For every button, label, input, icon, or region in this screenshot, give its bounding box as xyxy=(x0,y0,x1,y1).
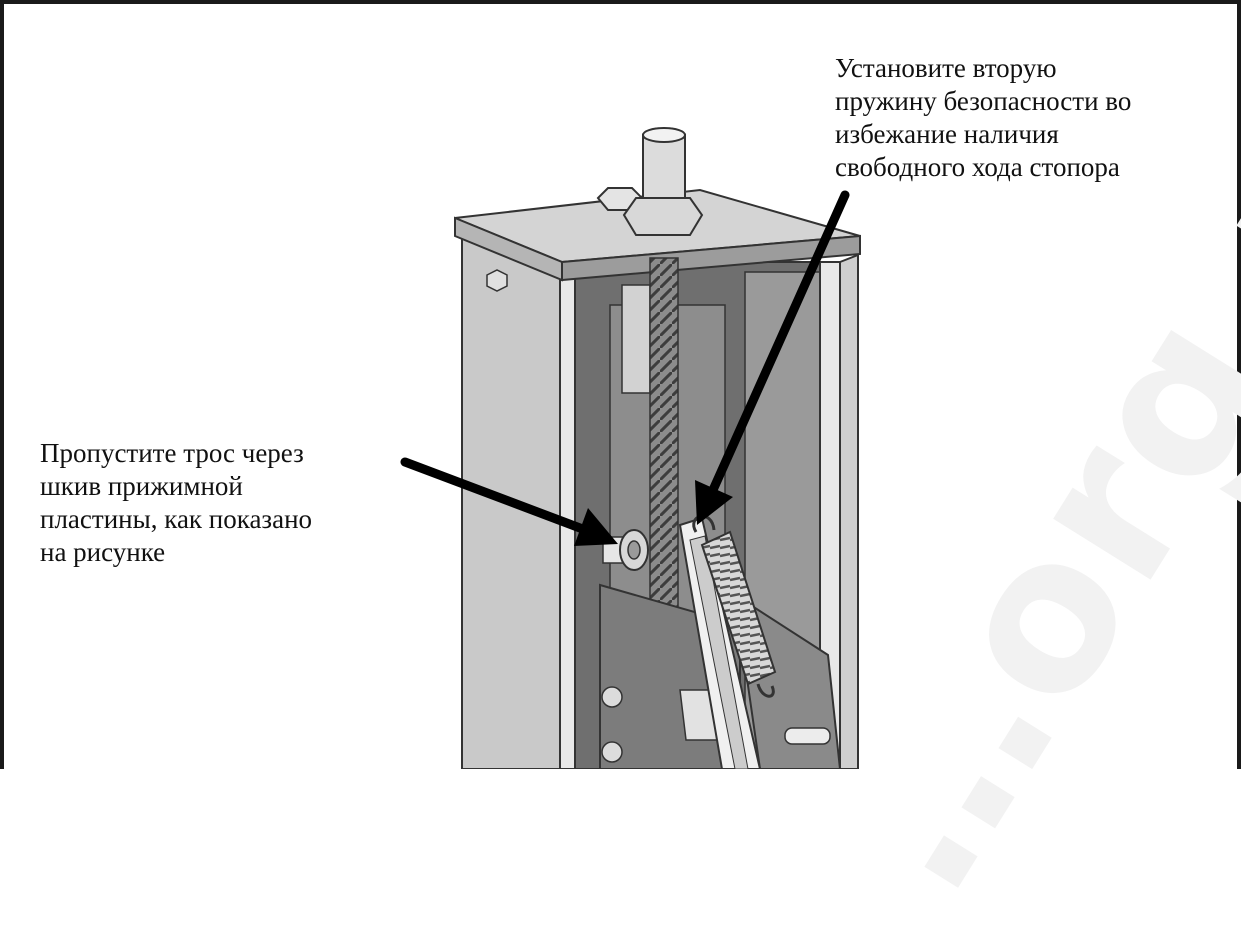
callout-cable-instruction: Пропустите трос через шкив прижимной пла… xyxy=(40,438,313,567)
safety-spring xyxy=(692,514,777,698)
lift-column-illustration xyxy=(400,127,861,769)
arrow-to-spring xyxy=(695,190,850,525)
top-bolt-assembly xyxy=(596,127,704,236)
arrow-to-pulley xyxy=(400,457,618,546)
callout-spring-instruction: Установите вторую пружину безопасности в… xyxy=(835,53,1132,182)
figure-frame xyxy=(0,0,1241,769)
